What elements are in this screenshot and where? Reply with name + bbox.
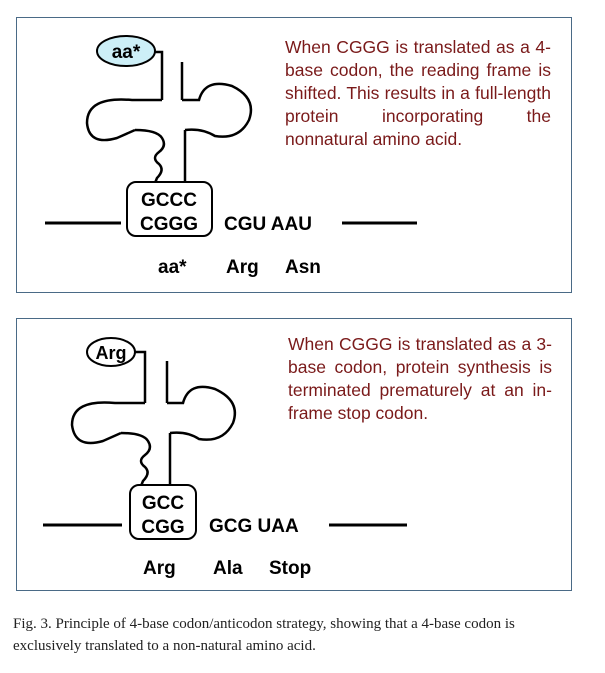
trna-diagram-3-base: Arg GCC CGG GCG UAA Arg Ala Stop [43,337,407,579]
trna-t-loop [182,82,253,138]
residue-2: Ala [213,558,243,579]
anticodon-box [129,484,197,540]
amino-acid-tag-label: Arg [96,343,127,363]
trna-anticodon-stem-left [134,128,166,184]
codon-sequence: CGGG [140,214,198,235]
trna-acceptor-arm-left [155,50,164,100]
panel-description: When CGGG is translated as a 3-base codo… [288,334,552,423]
panel-four-base-codon: aa* GCCC CGGG CGU AAU aa* Arg Asn When C… [16,17,572,293]
trna-d-loop [85,98,162,142]
residue-3: Stop [269,558,311,579]
panel-description: When CGGG is translated as a 4-base codo… [285,37,551,149]
trna-diagram-4-base: aa* GCCC CGGG CGU AAU aa* Arg Asn [45,35,417,278]
anticodon-sequence: GCC [142,493,185,514]
trna-anticodon-stem-left [120,431,152,487]
downstream-codons: CGU AAU [224,214,312,235]
residue-1: Arg [143,558,176,579]
residue-2: Arg [226,257,259,278]
residue-1: aa* [158,257,187,278]
codon-sequence: CGG [141,517,184,538]
figure-caption: Fig. 3. Principle of 4-base codon/antico… [13,616,515,654]
trna-d-loop [70,401,145,445]
panel-three-base-codon: Arg GCC CGG GCG UAA Arg Ala Stop When CG… [16,318,572,591]
trna-acceptor-arm-left [135,350,147,403]
residue-3: Asn [285,257,321,278]
trna-t-loop [167,385,237,441]
anticodon-box [126,181,213,237]
anticodon-sequence: GCCC [141,190,197,211]
amino-acid-tag-label: aa* [112,42,141,63]
downstream-codons: GCG UAA [209,516,299,537]
